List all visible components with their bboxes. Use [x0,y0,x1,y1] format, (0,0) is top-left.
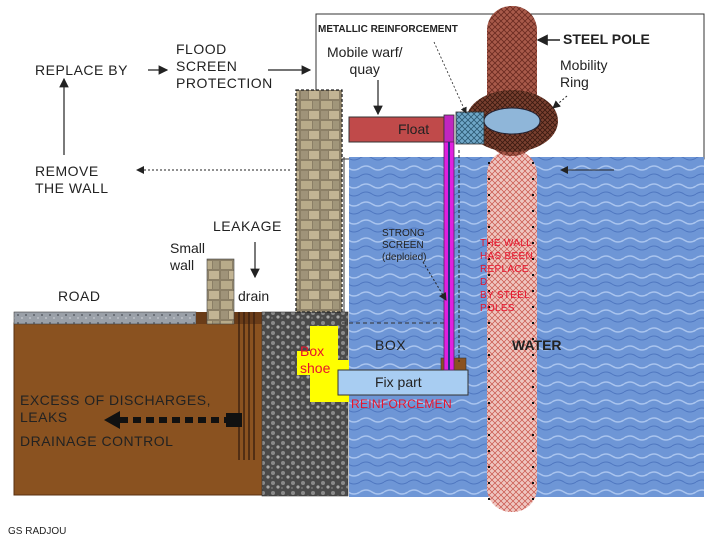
fix-part [337,369,469,396]
label-water: WATER [512,337,562,353]
road-surface [13,311,197,325]
mobility-ring-hole [483,107,541,135]
label-replace-by: REPLACE BY [35,62,128,78]
label-small-wall: Small wall [170,240,206,273]
label-drain: drain [238,288,270,304]
arrow-metallic-reinf [433,41,467,114]
label-steel-pole: STEEL POLE [563,31,650,47]
label-drainage-control: DRAINAGE CONTROL [20,433,174,449]
steel-pole-submerged [487,150,537,512]
metallic-reinforcement [455,111,485,145]
label-reinforcement: REINFORCEMEN [351,397,452,411]
label-wall-replaced: THE WALL HAS BEEN REPLACE D BY STEEL POL… [480,238,533,314]
label-remove-wall: REMOVE THE WALL [35,163,109,196]
float-connector [443,114,455,145]
drainage-arrow-tail [226,413,242,427]
arrow-strong-screen [422,261,447,301]
flood-wall [295,89,343,313]
label-metallic-reinforcement: METALLIC REINFORCEMENT [318,24,458,35]
drainage-arrow-head [104,411,120,429]
label-fix-part: Fix part [375,374,422,390]
label-box: BOX [375,337,407,353]
label-flood-screen: FLOOD SCREEN PROTECTION [176,41,273,91]
label-strong-screen: STRONG SCREEN (deploied) [382,228,427,263]
label-mobility-ring: Mobility Ring [560,57,608,90]
label-excess-discharges: EXCESS OF DISCHARGES, LEAKS [20,392,211,425]
label-road: ROAD [58,288,101,304]
label-box-shoe: Box shoe [300,343,331,376]
float [348,116,445,143]
arrow-mobility-ring [552,95,568,109]
small-wall [206,258,235,325]
drain-lines [238,312,255,460]
label-float: Float [398,121,430,137]
label-author: GS RADJOU [8,526,67,537]
label-leakage: LEAKAGE [213,218,282,234]
label-mobile-warf: Mobile warf/ quay [327,44,403,77]
box-shoe [297,326,349,402]
soil-block [13,322,271,496]
